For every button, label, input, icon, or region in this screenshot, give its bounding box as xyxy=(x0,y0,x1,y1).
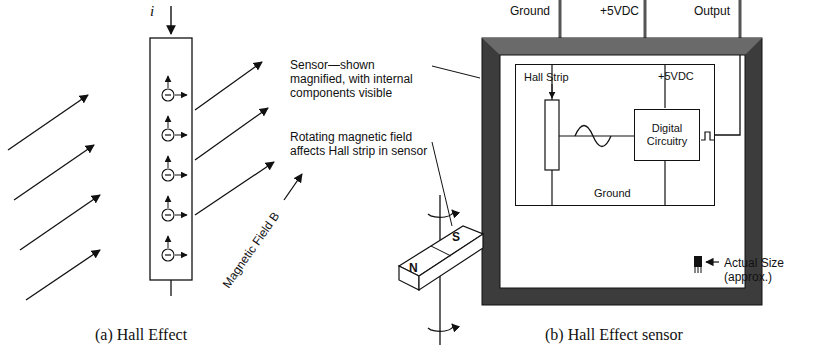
box-label: Digital Circuitry xyxy=(638,122,696,148)
supply-label: +5VDC xyxy=(658,70,694,83)
electrons xyxy=(162,76,187,261)
velocity-arrow xyxy=(175,215,187,216)
force-arrow xyxy=(168,116,169,128)
velocity-arrow xyxy=(175,175,187,176)
pole-label: N xyxy=(409,262,418,275)
output-wire xyxy=(715,55,740,135)
ground-pin xyxy=(559,0,562,40)
force-arrow xyxy=(168,236,169,248)
rotation-arrow xyxy=(428,210,453,217)
electron-charge xyxy=(165,134,171,135)
field-line xyxy=(8,95,88,150)
velocity-arrow xyxy=(175,255,187,256)
pole-label: S xyxy=(452,231,460,244)
leader-line xyxy=(432,66,480,78)
velocity-arrow xyxy=(175,95,187,96)
pin-label: Ground xyxy=(510,4,550,18)
electron-charge xyxy=(165,94,171,95)
bar-magnet: SN xyxy=(395,222,485,302)
force-arrow xyxy=(168,156,169,168)
hall-strip xyxy=(545,100,559,170)
electron xyxy=(162,249,174,261)
strip-lead xyxy=(170,280,171,296)
output-pin xyxy=(739,0,742,40)
leader-line xyxy=(432,142,452,226)
wire xyxy=(551,170,552,206)
pin-label: Output xyxy=(694,4,730,18)
analog-signal xyxy=(575,125,611,146)
circuit-board: Hall Strip +5VDC Ground Digital Circuitry xyxy=(515,64,715,206)
field-line xyxy=(26,250,100,300)
wire xyxy=(559,135,635,136)
current-arrow xyxy=(170,6,171,34)
hall-strip xyxy=(150,38,192,280)
caption: (b) Hall Effect sensor xyxy=(545,326,683,344)
rotation-arrow xyxy=(428,324,453,331)
housing-bevel xyxy=(482,38,762,55)
housing-window xyxy=(500,55,745,288)
field-label: Magnetic Field B xyxy=(214,201,289,299)
pin-label: +5VDC xyxy=(600,4,639,18)
field-line xyxy=(195,162,274,215)
digital-signal xyxy=(701,132,715,140)
digital-circuitry-box: Digital Circuitry xyxy=(634,109,700,161)
field-line xyxy=(195,108,268,160)
field-line xyxy=(195,62,262,110)
leader-arrow xyxy=(706,261,719,262)
electron-charge xyxy=(165,174,171,175)
field-line xyxy=(20,195,100,250)
caption: (a) Hall Effect xyxy=(95,326,187,344)
electron xyxy=(162,129,174,141)
sensor-housing xyxy=(482,38,762,305)
electron xyxy=(162,89,174,101)
callout-text: Sensor—shown magnified, with internal co… xyxy=(290,58,428,100)
power-pin xyxy=(644,0,647,40)
electron-charge xyxy=(165,254,171,255)
electron xyxy=(162,169,174,181)
velocity-arrow xyxy=(175,135,187,136)
current-label: i xyxy=(150,2,154,20)
force-arrow xyxy=(168,196,169,208)
wire xyxy=(664,160,665,206)
electron xyxy=(162,209,174,221)
supply-label: Ground xyxy=(594,187,631,200)
field-line xyxy=(14,145,94,200)
electron-charge xyxy=(165,214,171,215)
field-arrow xyxy=(284,174,302,200)
magnet-body xyxy=(395,222,485,302)
actual-size-sensor xyxy=(694,256,702,267)
callout-text: Rotating magnetic field affects Hall str… xyxy=(290,130,428,158)
callout-text: Actual Size (approx.) xyxy=(724,256,794,284)
part-label: Hall Strip xyxy=(524,71,569,84)
force-arrow xyxy=(168,76,169,88)
